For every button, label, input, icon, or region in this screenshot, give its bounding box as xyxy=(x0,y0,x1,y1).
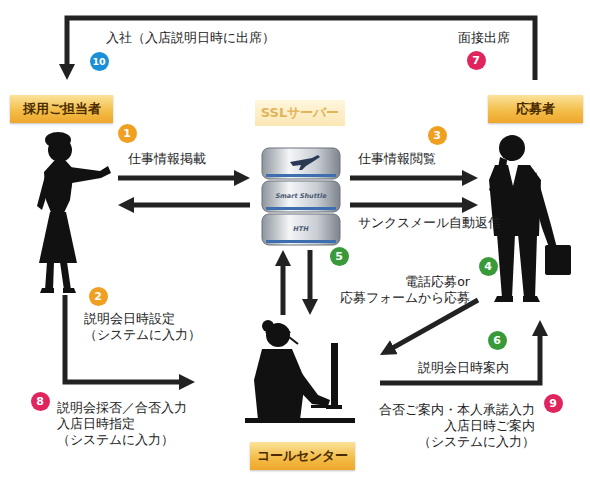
arrow-label: 入社（入店説明日時に出席） xyxy=(106,30,275,46)
applicant-figure xyxy=(489,135,571,302)
flow-arrow xyxy=(128,203,250,208)
callout-number: 3 xyxy=(428,126,447,145)
flow-arrow xyxy=(118,176,240,181)
flow-arrow xyxy=(281,260,286,315)
actor-label: SSLサーバー xyxy=(255,100,345,126)
operator-figure xyxy=(245,320,355,423)
figure-head xyxy=(499,135,525,161)
briefcase xyxy=(545,245,571,275)
server-unit xyxy=(262,148,340,179)
figure-leg xyxy=(497,234,515,298)
server-stripe xyxy=(266,174,336,177)
arrow-label: 仕事情報掲載 xyxy=(128,151,206,167)
figure-hair xyxy=(45,132,71,148)
callout-number: 6 xyxy=(488,331,507,350)
figure-leg xyxy=(60,262,71,290)
flow-arrow xyxy=(389,300,478,350)
actor-label: コールセンター xyxy=(250,442,355,470)
callout-number: 8 xyxy=(31,392,50,411)
figure-shoes xyxy=(40,288,76,293)
actor-node: コールセンター xyxy=(195,315,380,473)
figure-skirt xyxy=(39,212,77,263)
figure-leg xyxy=(45,262,54,290)
flow-arrow xyxy=(350,203,468,208)
figure-shirt xyxy=(508,165,518,186)
actor-label: 採用ご担当者 xyxy=(10,95,113,123)
figure-arm xyxy=(287,360,330,406)
step-note: 合否ご案内・本人承諾入力 入店日時ご案内 （システムに入力） xyxy=(370,402,535,450)
flow-arrow xyxy=(67,18,535,80)
figure-arm xyxy=(70,166,111,183)
step-note: 説明会採否／合否入力 入店日時指定 （システムに入力） xyxy=(57,400,187,448)
callout-number: 1 xyxy=(118,124,137,143)
server-brand-text: HTH xyxy=(293,225,308,233)
server-stripe xyxy=(266,207,336,210)
arrow-label: 説明会日時設定 （システムに入力） xyxy=(84,311,201,343)
flow-arrow xyxy=(380,330,540,383)
server-stripe xyxy=(266,240,336,243)
figure-leg xyxy=(518,234,537,298)
arrow-label: サンクスメール自動返信 xyxy=(358,215,501,231)
callout-number: 10 xyxy=(90,52,109,71)
callout-number: 7 xyxy=(467,51,486,70)
recruiter-figure xyxy=(37,132,111,293)
figure-arm xyxy=(37,172,51,210)
keyboard xyxy=(311,405,331,408)
server-icon xyxy=(262,148,340,245)
monitor xyxy=(331,343,338,405)
actor-node: 採用ご担当者 xyxy=(5,80,118,295)
arrow-label: 電話応募or 応募フォームから応募 xyxy=(340,274,470,306)
actor-label: 応募者 xyxy=(488,95,583,123)
callout-number: 2 xyxy=(89,287,108,306)
arrow-label: 説明会日時案内 xyxy=(418,360,509,376)
flow-arrow xyxy=(350,176,468,181)
headset xyxy=(266,325,290,334)
server-unit xyxy=(262,214,340,245)
airplane-logo xyxy=(290,155,320,170)
callout-number: 9 xyxy=(544,394,563,413)
desk xyxy=(245,418,355,423)
figure-shoes xyxy=(494,296,540,302)
server-unit xyxy=(262,181,340,212)
server-brand-text: Smart Shuttle xyxy=(275,192,326,200)
headset-mic xyxy=(289,337,298,344)
flow-arrow xyxy=(308,250,313,305)
step-note: 面接出席 xyxy=(458,30,510,46)
callout-number: 4 xyxy=(479,257,498,276)
actor-node: 応募者 xyxy=(478,80,588,320)
callout-number: 5 xyxy=(330,247,349,266)
arrow-label: 仕事情報閲覧 xyxy=(358,151,436,167)
